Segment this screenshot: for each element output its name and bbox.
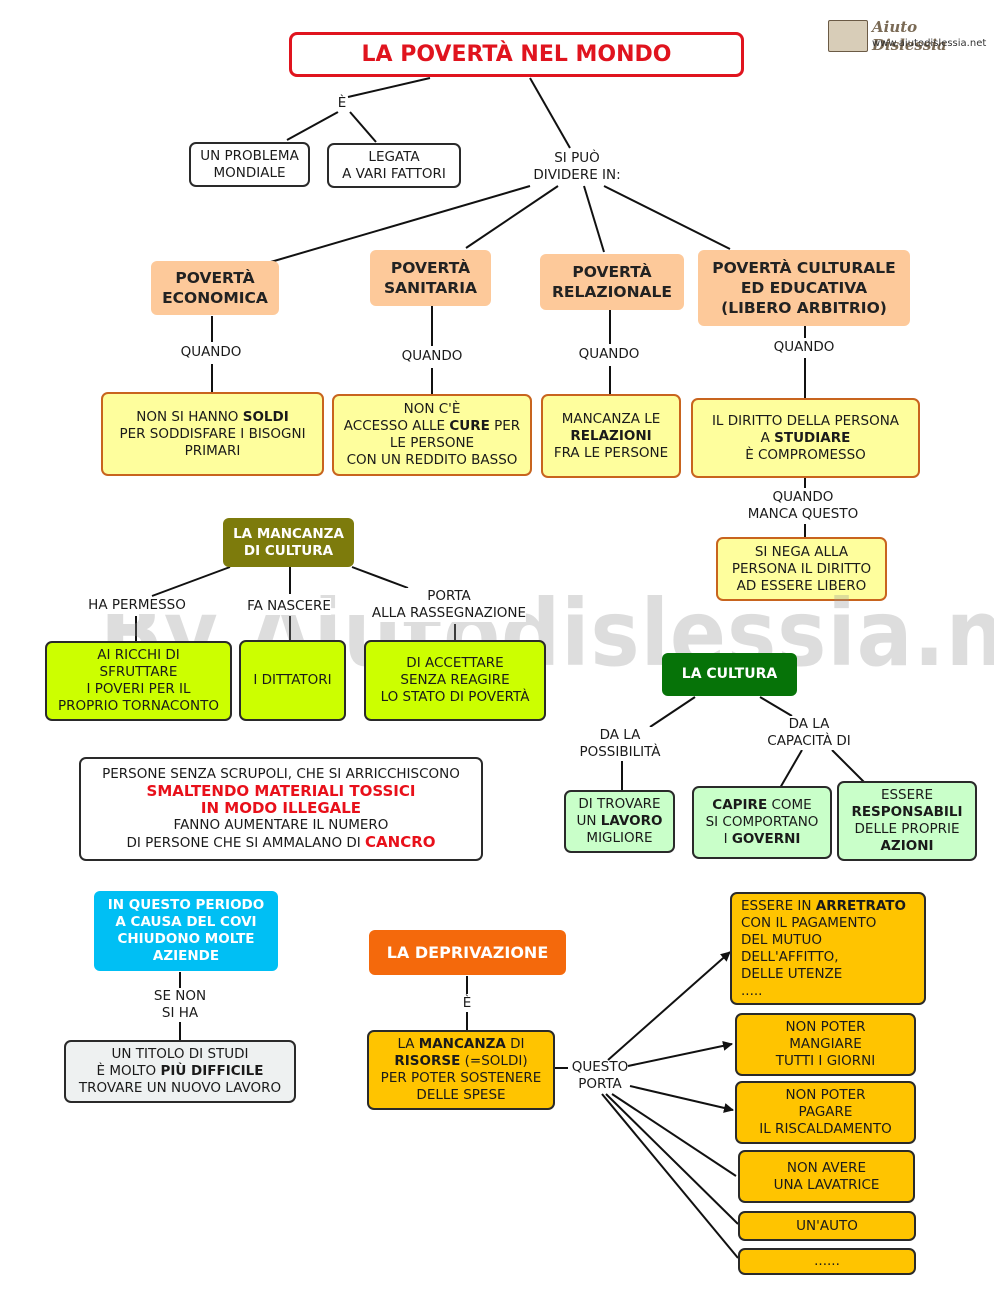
- label-quando-1: QUANDO: [180, 344, 242, 361]
- node-detail-sanitaria: NON C'È ACCESSO ALLE CURE PER LE PERSONE…: [332, 394, 532, 476]
- label-quando-2: QUANDO: [401, 348, 463, 365]
- label-fa-nascere: FA NASCERE: [247, 598, 331, 615]
- node-deprivazione: LA DEPRIVAZIONE: [369, 930, 566, 975]
- label-quando-3: QUANDO: [578, 346, 640, 363]
- node-mancanza-risorse: LA MANCANZA DI RISORSE (=SOLDI) PER POTE…: [367, 1030, 555, 1110]
- node-dittatori: I DITTATORI: [239, 640, 346, 721]
- aiuto-dislessia-logo: Aiuto Dislessia www.aiutodislessia.net: [828, 18, 986, 54]
- node-auto: UN'AUTO: [738, 1211, 916, 1241]
- label-e-deprivazione: È: [462, 995, 472, 1012]
- node-arretrato: ESSERE IN ARRETRATO CON IL PAGAMENTO DEL…: [730, 892, 926, 1005]
- node-scrupoli: PERSONE SENZA SCRUPOLI, CHE SI ARRICCHIS…: [79, 757, 483, 861]
- watermark: By Aiutodislessia.net: [100, 580, 994, 687]
- node-dots: ......: [738, 1248, 916, 1275]
- label-e: È: [337, 95, 347, 112]
- node-detail-economica: NON SI HANNO SOLDI PER SODDISFARE I BISO…: [101, 392, 324, 476]
- logo-url: www.aiutodislessia.net: [872, 38, 987, 49]
- book-icon: [828, 20, 868, 52]
- node-la-cultura: LA CULTURA: [662, 653, 797, 696]
- page-title: LA POVERTÀ NEL MONDO: [289, 32, 744, 77]
- node-detail-culturale: IL DIRITTO DELLA PERSONA A STUDIARE È CO…: [691, 398, 920, 478]
- label-ha-permesso: HA PERMESSO: [88, 597, 186, 614]
- label-quando-4: QUANDO: [773, 339, 835, 356]
- logo-name: Aiuto Dislessia: [872, 18, 947, 54]
